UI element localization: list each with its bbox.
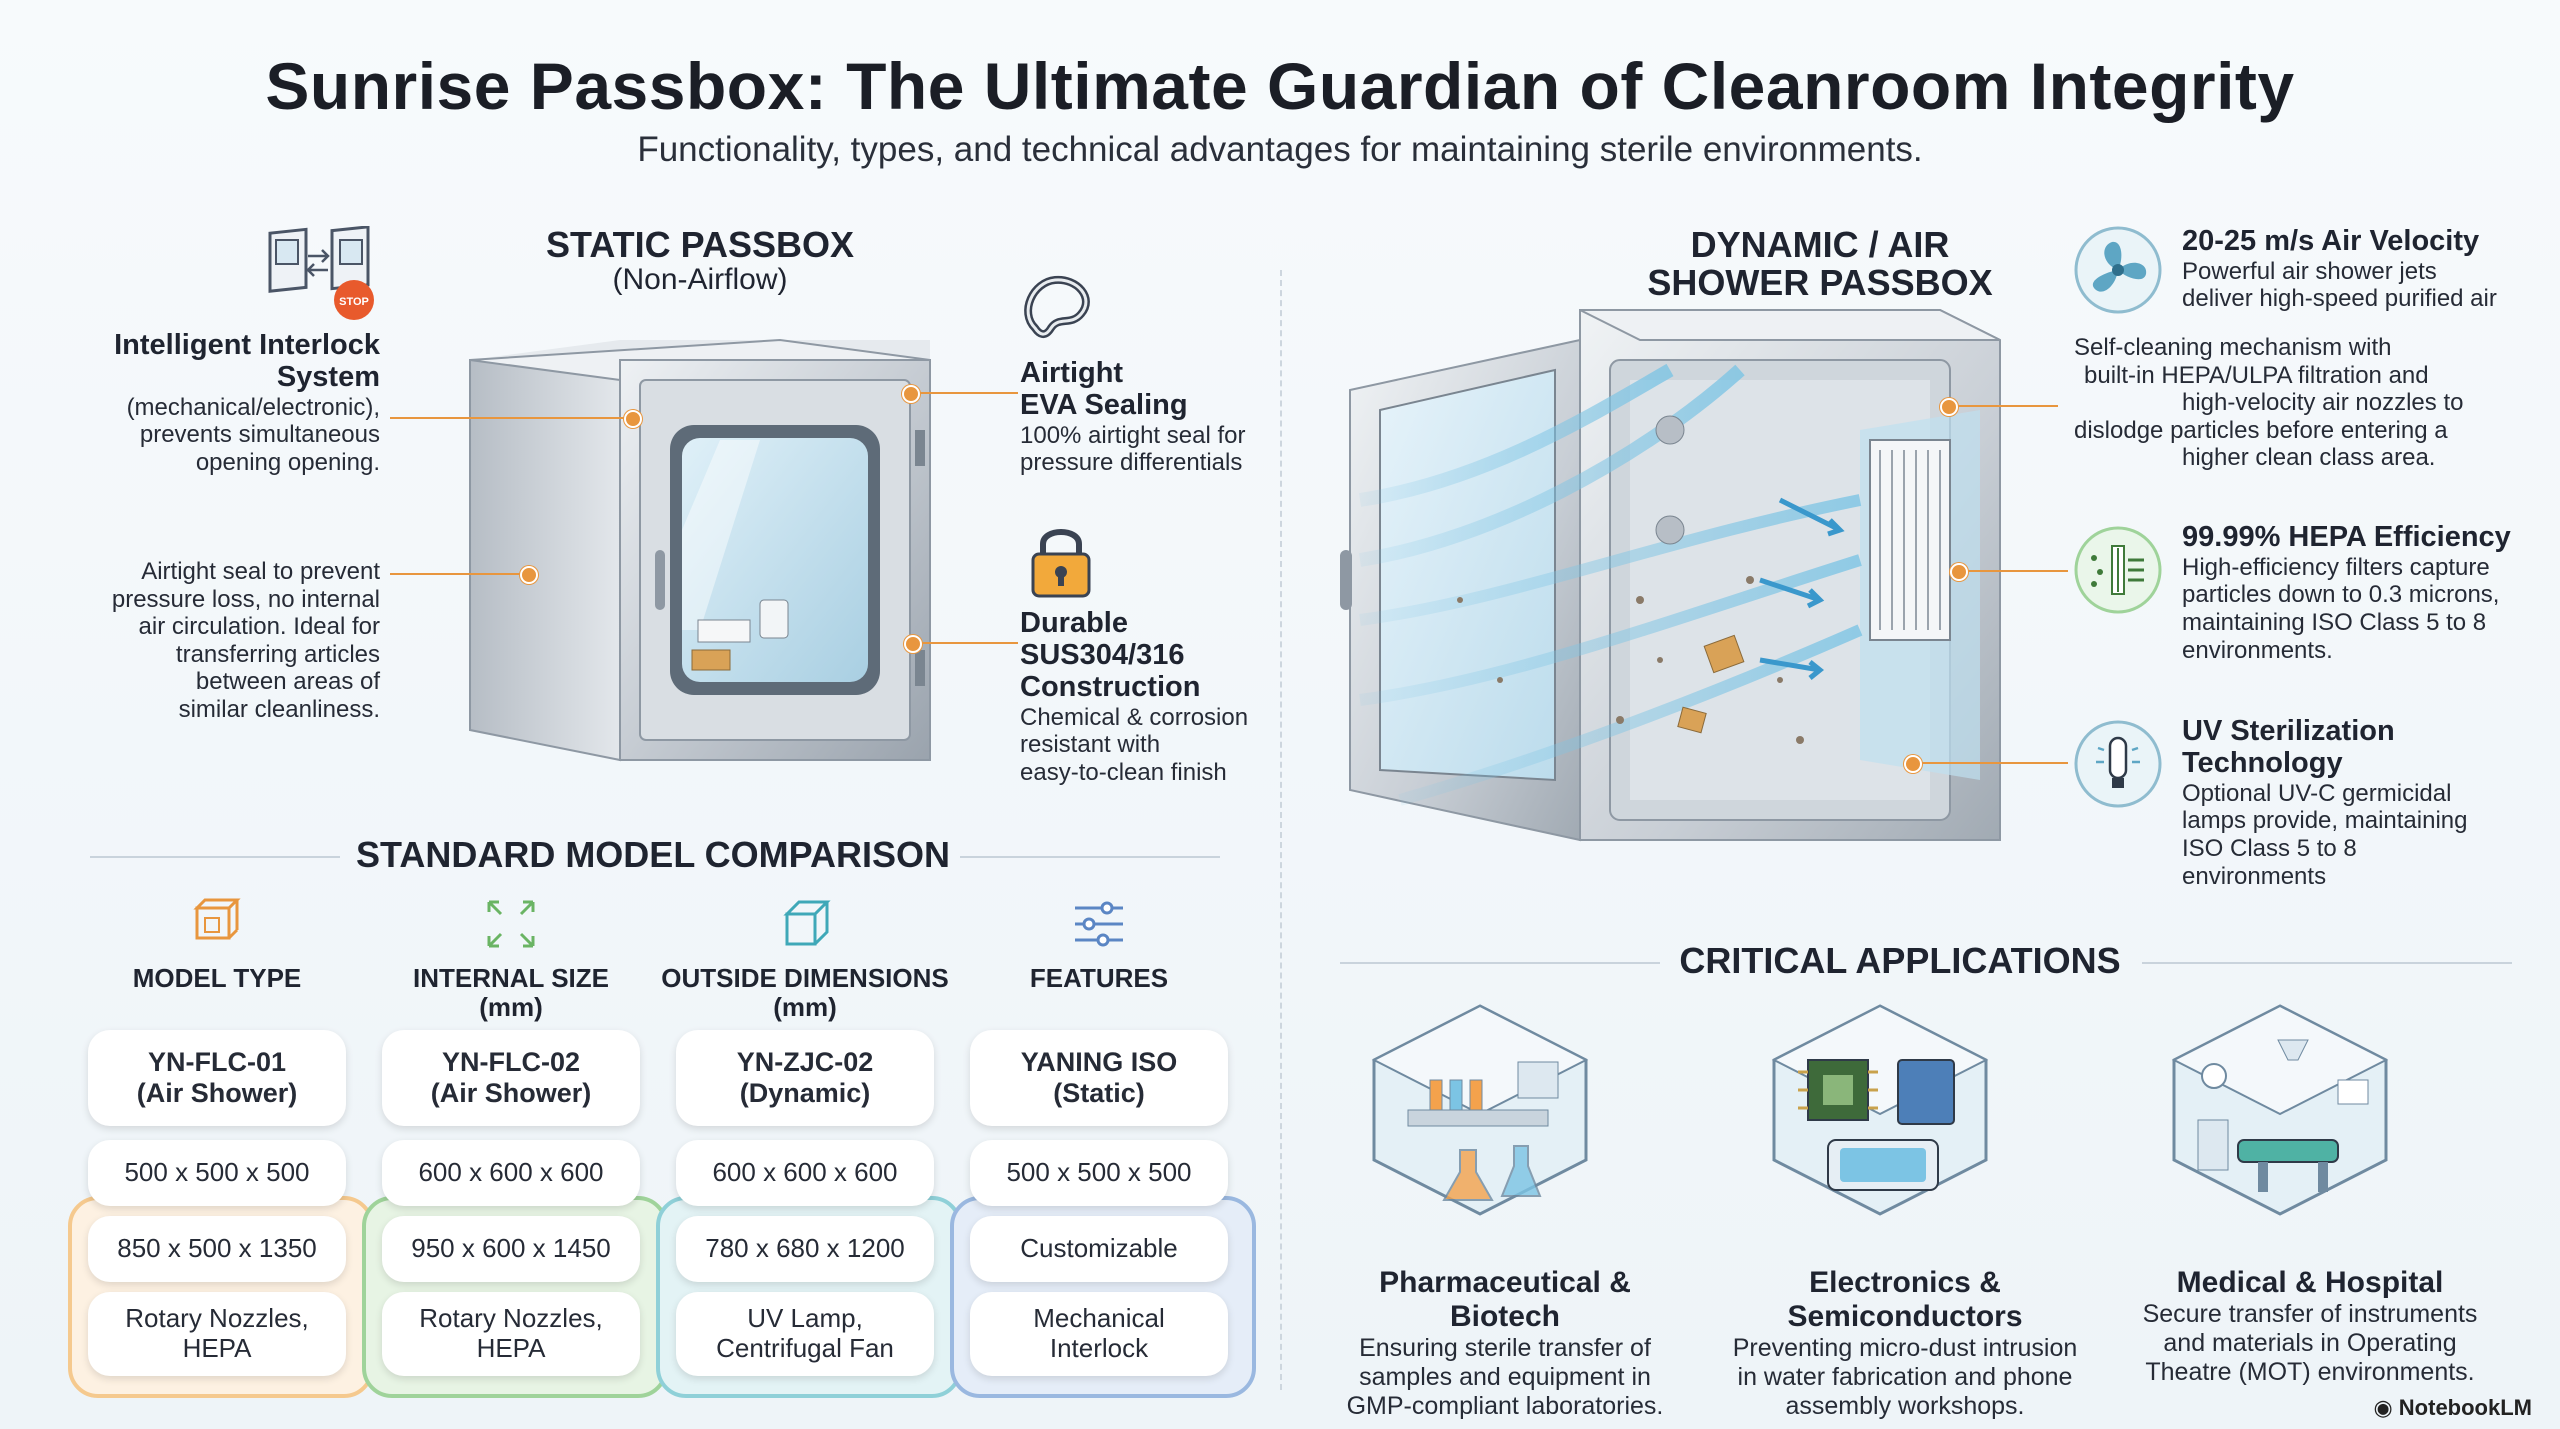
interlock-leader-line [390, 417, 628, 419]
construction-callout: Durable SUS304/316 Construction Chemical… [1020, 607, 1249, 786]
outside-dimensions-card: 780 x 680 x 1200 [676, 1216, 934, 1282]
eva-leader-dot [902, 385, 920, 403]
application-pharma: Pharmaceutical & Biotech Ensuring steril… [1346, 1266, 1664, 1420]
applications-rule-right [2142, 962, 2512, 964]
interlock-callout: Intelligent Interlock System (mechanical… [114, 329, 380, 476]
outside-dimensions-card: 850 x 500 x 1350 [88, 1216, 346, 1282]
chip-icon [1771, 1004, 1989, 1216]
comparison-column-heading: FEATURES [1029, 963, 1169, 993]
self-cleaning-leader-line [1948, 405, 2058, 407]
internal-size-card: 500 x 500 x 500 [88, 1140, 346, 1206]
self-cleaning-note: Self-cleaning mechanism with built-in HE… [2074, 334, 2464, 472]
uv-callout: UV Sterilization Technology Optional UV-… [2182, 715, 2468, 890]
uv-lamp-icon [2074, 720, 2162, 808]
page-title: Sunrise Passbox: The Ultimate Guardian o… [265, 49, 2295, 123]
hepa-leader-dot [1950, 563, 1968, 581]
comparison-rule-left [90, 856, 340, 858]
features-card: Rotary Nozzles,HEPA [88, 1292, 346, 1376]
outside-dimensions-card: Customizable [970, 1216, 1228, 1282]
application-medical: Medical & Hospital Secure transfer of in… [2142, 1266, 2478, 1386]
uv-leader-line [1912, 762, 2068, 764]
self-cleaning-leader-dot [1940, 398, 1958, 416]
seal-leader-line [390, 573, 526, 575]
construction-leader-dot [904, 635, 922, 653]
applications-rule-left [1340, 962, 1660, 964]
comparison-column-heading: MODEL TYPE [132, 963, 302, 993]
internal-size-card: 600 x 600 x 600 [676, 1140, 934, 1206]
fan-icon [2074, 226, 2162, 314]
expand-icon [487, 900, 535, 948]
sliders-icon [1075, 901, 1123, 947]
hepa-leader-line [1958, 570, 2068, 572]
dynamic-passbox-illustration [1340, 309, 2001, 842]
seal-ring-icon [1024, 275, 1090, 338]
outside-dimensions-card: 950 x 600 x 1450 [382, 1216, 640, 1282]
box-icon [193, 898, 241, 940]
eva-leader-line [908, 392, 1018, 394]
internal-size-card: 500 x 500 x 500 [970, 1140, 1228, 1206]
seal-leader-dot [520, 566, 538, 584]
features-card: Rotary Nozzles,HEPA [382, 1292, 640, 1376]
svg-text:STOP: STOP [339, 296, 369, 308]
internal-size-card: 600 x 600 x 600 [382, 1140, 640, 1206]
interlock-doors-icon: STOP [268, 226, 374, 320]
page-subtitle: Functionality, types, and technical adva… [637, 130, 1923, 169]
cube-icon [783, 900, 831, 946]
comparison-column-heading: INTERNAL SIZE(mm) [413, 963, 609, 1022]
brand-label: ◉ NotebookLM [2373, 1395, 2532, 1420]
applications-heading: CRITICAL APPLICATIONS [1679, 940, 2121, 981]
construction-leader-line [910, 642, 1018, 644]
static-passbox-heading: STATIC PASSBOX (Non-Airflow) [545, 224, 855, 296]
static-passbox-illustration [469, 338, 931, 762]
comparison-column-heading: OUTSIDE DIMENSIONS(mm) [661, 963, 949, 1022]
section-divider [1280, 270, 1282, 1390]
interlock-leader-dot [624, 410, 642, 428]
uv-leader-dot [1904, 755, 1922, 773]
lock-icon [1031, 529, 1091, 598]
velocity-callout: 20-25 m/s Air Velocity Powerful air show… [2182, 225, 2497, 313]
hospital-icon [2171, 1004, 2389, 1216]
features-card: UV Lamp,Centrifugal Fan [676, 1292, 934, 1376]
hepa-filter-icon [2074, 526, 2162, 614]
model-name-card: YN-ZJC-02(Dynamic) [676, 1030, 934, 1126]
notebooklm-logo-icon: ◉ [2373, 1395, 2393, 1420]
static-seal-note: Airtight seal to prevent pressure loss, … [111, 558, 380, 723]
eva-callout: Airtight EVA Sealing 100% airtight seal … [1020, 357, 1246, 477]
comparison-rule-right [960, 856, 1220, 858]
model-name-card: YANING ISO(Static) [970, 1030, 1228, 1126]
hepa-callout: 99.99% HEPA Efficiency High-efficiency f… [2182, 521, 2511, 664]
model-name-card: YN-FLC-02(Air Shower) [382, 1030, 640, 1126]
laboratory-icon [1371, 1004, 1589, 1216]
model-name-card: YN-FLC-01(Air Shower) [88, 1030, 346, 1126]
application-electronics: Electronics & Semiconductors Preventing … [1732, 1266, 2078, 1420]
dynamic-passbox-heading: DYNAMIC / AIR SHOWER PASSBOX [1647, 224, 1993, 303]
comparison-heading: STANDARD MODEL COMPARISON [356, 834, 950, 875]
